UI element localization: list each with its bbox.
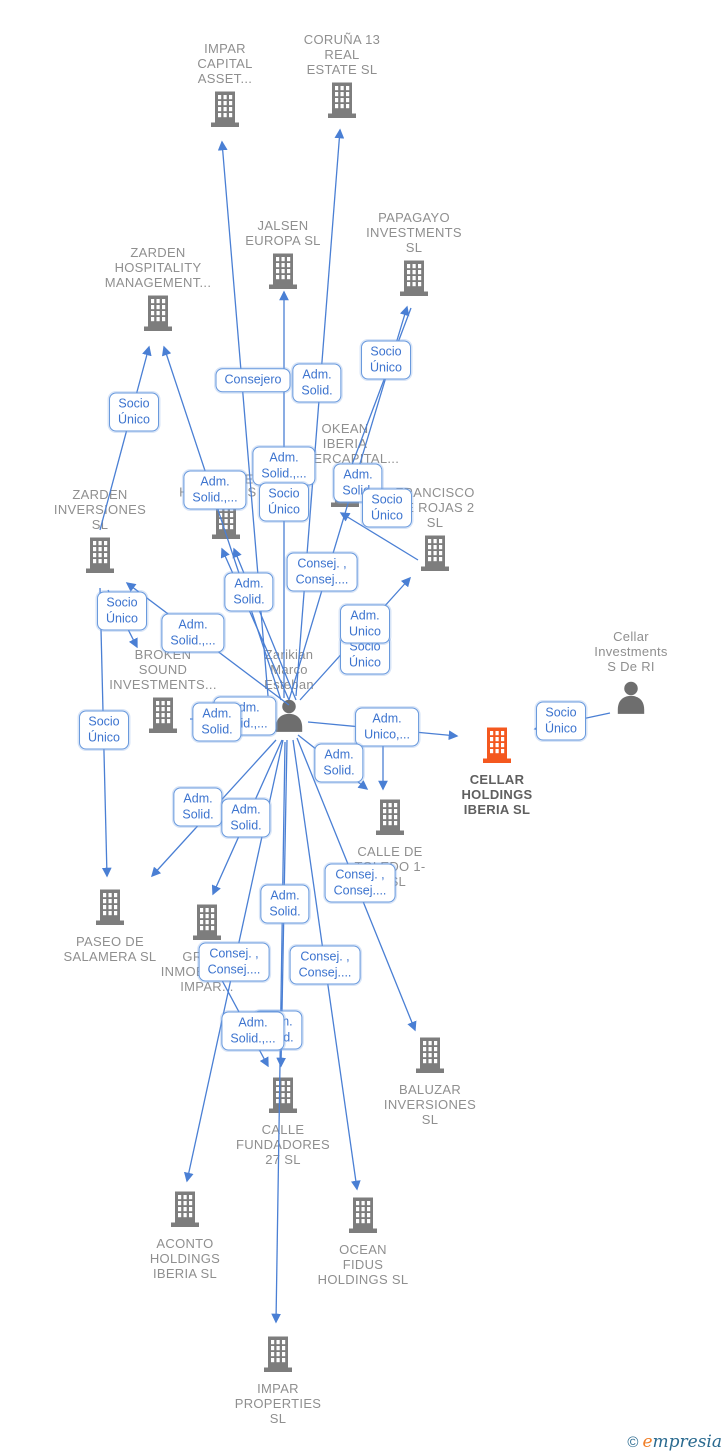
- edge-line: [295, 128, 345, 697]
- building-icon-francisco-de-rojas-2[interactable]: [414, 534, 456, 579]
- building-icon-impar-capital-asset[interactable]: [204, 90, 246, 135]
- building-icon-jalsen-europa[interactable]: [262, 252, 304, 297]
- building-icon-zarden-inversiones[interactable]: [79, 536, 121, 581]
- relation-label-consej-ocean[interactable]: Consej. ,Consej....: [289, 945, 361, 985]
- relation-label-consej-toledo[interactable]: Consej. ,Consej....: [324, 863, 396, 903]
- copyright-icon: ©: [627, 1434, 639, 1451]
- building-icon-broken-sound-investments[interactable]: [142, 696, 184, 741]
- building-icon-cellar-holdings-iberia[interactable]: [476, 726, 518, 771]
- relation-label-adm-solid-top[interactable]: Adm.Solid.: [292, 363, 342, 403]
- relation-label-adm-solid-jalsen[interactable]: Adm.Solid.,...: [252, 446, 316, 486]
- watermark-brand-rest: mpresia: [652, 1432, 723, 1452]
- relation-label-adm-solid-toledo[interactable]: Adm.Solid.: [314, 743, 364, 783]
- relation-label-adm-unico-cellar[interactable]: Adm.Unico,...: [355, 707, 419, 747]
- building-icon-grupo-inmobiliario-impar[interactable]: [186, 903, 228, 948]
- building-icon-calle-fundadores-27[interactable]: [262, 1076, 304, 1121]
- relation-label-adm-solid-broken[interactable]: Adm.Solid.: [192, 702, 242, 742]
- person-icon-cellar-investments-s-de-rl[interactable]: [612, 679, 650, 722]
- relation-label-adm-solid-grupo[interactable]: Adm.Solid.: [221, 798, 271, 838]
- building-icon-aconto-holdings-iberia[interactable]: [164, 1190, 206, 1235]
- building-icon-baluzar-inversiones[interactable]: [409, 1036, 451, 1081]
- building-icon-paseo-de-salamera[interactable]: [89, 888, 131, 933]
- building-icon-papagayo-investments[interactable]: [393, 259, 435, 304]
- relation-label-adm-solid-center-left[interactable]: Adm.Solid.: [224, 572, 274, 612]
- empresia-watermark: ©empresia: [627, 1432, 722, 1452]
- relation-label-adm-solid-paseo[interactable]: Adm.Solid.: [173, 787, 223, 827]
- relation-label-adm-solid-mid-bottom[interactable]: Adm.Solid.: [260, 884, 310, 924]
- relation-label-adm-solid-hidden[interactable]: Adm.Solid.,...: [183, 470, 247, 510]
- node-label-fragment-partially-hidden-company-2: S: [247, 484, 257, 500]
- building-icon-ocean-fidus-holdings[interactable]: [342, 1196, 384, 1241]
- building-icon-impar-properties[interactable]: [257, 1335, 299, 1380]
- building-icon-calle-de-toledo-1[interactable]: [369, 798, 411, 843]
- relation-label-consej-mid[interactable]: Consej. ,Consej....: [286, 552, 358, 592]
- watermark-brand-initial: e: [642, 1432, 653, 1452]
- relation-label-adm-unico-francisco[interactable]: Adm.Unico: [340, 604, 390, 644]
- relation-label-consej-grupo[interactable]: Consej. ,Consej....: [198, 942, 270, 982]
- relation-label-adm-solid-fundadores[interactable]: Adm.Solid.,...: [221, 1011, 285, 1051]
- relation-label-adm-solid-zarden-inv[interactable]: Adm.Solid.,...: [161, 613, 225, 653]
- relation-label-consejero[interactable]: Consejero: [215, 368, 291, 392]
- building-icon-zarden-hospitality[interactable]: [137, 294, 179, 339]
- building-icon-coruna-13-real-estate[interactable]: [321, 81, 363, 126]
